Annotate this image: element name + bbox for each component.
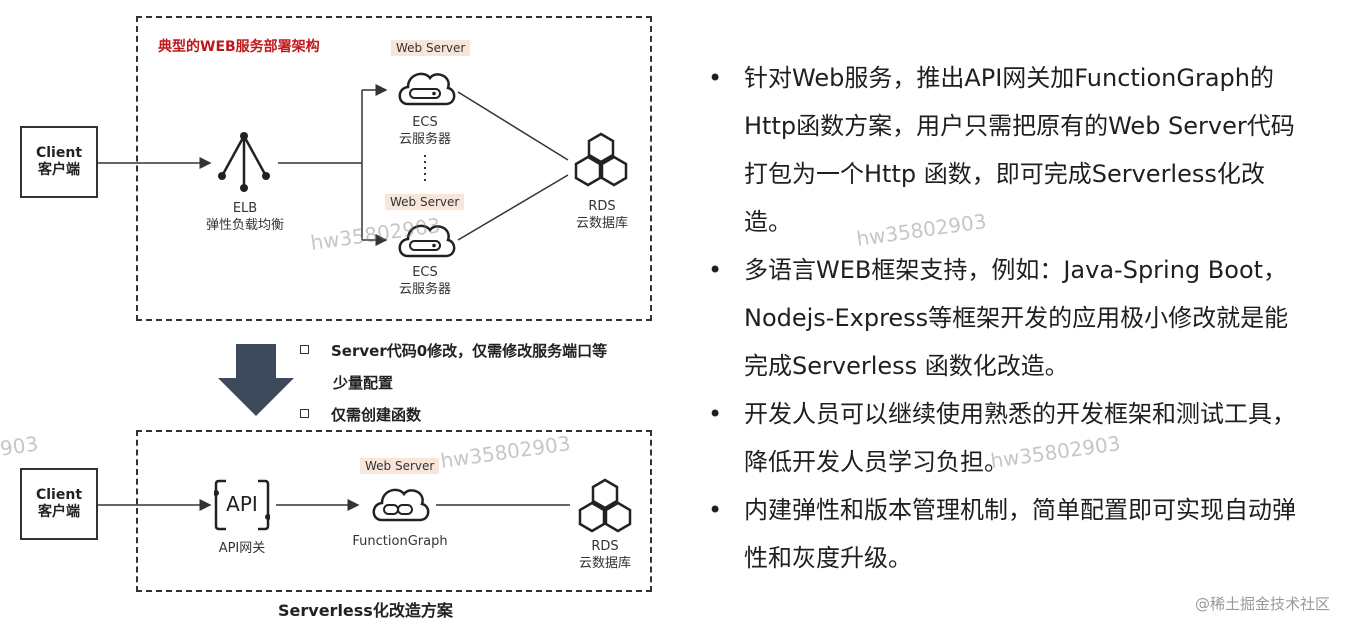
- rds-label-top: RDS 云数据库: [552, 198, 652, 232]
- note-item-2: 仅需创建函数: [300, 404, 421, 425]
- client-sublabel-bottom: 客户端: [38, 504, 80, 520]
- serverless-architecture-box: [136, 430, 652, 592]
- function-graph-cloud-icon: [372, 488, 430, 522]
- web-server-tag-1: Web Server: [391, 40, 471, 56]
- ecs-label-1-line1: ECS: [412, 115, 438, 130]
- rds-label-top-line2: 云数据库: [575, 216, 628, 231]
- feature-bullet-text: 针对Web服务，推出API网关加FunctionGraph的Http函数方案，用…: [744, 64, 1295, 236]
- database-icon-top: [574, 132, 628, 187]
- ecs-label-1: ECS 云服务器: [375, 114, 475, 148]
- top-architecture-box: [136, 16, 652, 321]
- ecs-label-2: ECS 云服务器: [375, 264, 475, 298]
- square-bullet-icon: [300, 409, 309, 418]
- note-text-2: 仅需创建函数: [331, 406, 422, 424]
- square-bullet-icon: [300, 345, 309, 354]
- feature-bullet: • 内建弹性和版本管理机制，简单配置即可实现自动弹性和灰度升级。: [708, 486, 1308, 582]
- feature-bullet-list: • 针对Web服务，推出API网关加FunctionGraph的Http函数方案，…: [708, 54, 1308, 582]
- bullet-dot-icon: •: [708, 400, 723, 428]
- feature-bullet-text: 多语言WEB框架支持，例如：Java-Spring Boot，Nodejs-Ex…: [744, 256, 1289, 380]
- database-icon-bottom: [578, 478, 632, 533]
- feature-bullet: • 针对Web服务，推出API网关加FunctionGraph的Http函数方案，…: [708, 54, 1308, 246]
- bullet-dot-icon: •: [708, 496, 723, 524]
- elb-label-line2: 弹性负载均衡: [205, 218, 284, 233]
- rds-label-bottom-line2: 云数据库: [578, 556, 631, 571]
- note-text-1-cont: 少量配置: [333, 374, 394, 392]
- ecs-label-2-line1: ECS: [412, 265, 438, 280]
- cloud-server-icon-1: [398, 72, 456, 106]
- client-sublabel-top: 客户端: [38, 162, 80, 178]
- api-gateway-label: API网关: [218, 541, 266, 556]
- client-box-top: Client 客户端: [20, 126, 98, 198]
- note-item-1-cont: 少量配置: [333, 372, 393, 393]
- ecs-label-1-line2: 云服务器: [398, 132, 451, 147]
- down-arrow-icon: [218, 344, 294, 416]
- api-gateway-frame: [214, 479, 270, 531]
- function-graph-label: FunctionGraph: [352, 534, 448, 549]
- ecs-label-2-line2: 云服务器: [398, 282, 451, 297]
- bottom-diagram-lines: [98, 499, 570, 511]
- rds-label-bottom: RDS 云数据库: [555, 538, 655, 572]
- note-item-1: Server代码0修改，仅需修改服务端口等: [300, 340, 607, 361]
- note-text-1: Server代码0修改，仅需修改服务端口等: [331, 342, 608, 360]
- elb-label: ELB 弹性负载均衡: [195, 200, 295, 234]
- rds-label-bottom-line1: RDS: [591, 539, 619, 554]
- top-architecture-title: 典型的WEB服务部署架构: [158, 39, 320, 55]
- feature-bullet: • 多语言WEB框架支持，例如：Java-Spring Boot，Nodejs-E…: [708, 246, 1308, 390]
- web-server-tag-2: Web Server: [385, 194, 465, 210]
- client-box-bottom: Client 客户端: [20, 468, 98, 540]
- serverless-solution-title: Serverless化改造方案: [278, 601, 453, 620]
- elb-label-line1: ELB: [232, 201, 258, 216]
- client-label-top: Client: [35, 145, 83, 161]
- top-diagram-lines: [98, 84, 569, 246]
- load-balancer-icon: [218, 132, 270, 192]
- corner-watermark: @稀土掘金技术社区: [1194, 595, 1330, 613]
- client-label-bottom: Client: [35, 487, 83, 503]
- bullet-dot-icon: •: [708, 64, 723, 92]
- feature-bullet-text: 内建弹性和版本管理机制，简单配置即可实现自动弹性和灰度升级。: [744, 496, 1296, 572]
- api-gateway-icon: API: [214, 478, 270, 532]
- cloud-server-icon-2: [398, 224, 456, 258]
- web-server-tag-3: Web Server: [360, 458, 440, 474]
- feature-bullet: • 开发人员可以继续使用熟悉的开发框架和测试工具，降低开发人员学习负担。: [708, 390, 1308, 486]
- rds-label-top-line1: RDS: [588, 199, 616, 214]
- feature-bullet-text: 开发人员可以继续使用熟悉的开发框架和测试工具，降低开发人员学习负担。: [744, 400, 1296, 476]
- api-icon-text: API: [226, 492, 258, 516]
- bullet-dot-icon: •: [708, 256, 723, 284]
